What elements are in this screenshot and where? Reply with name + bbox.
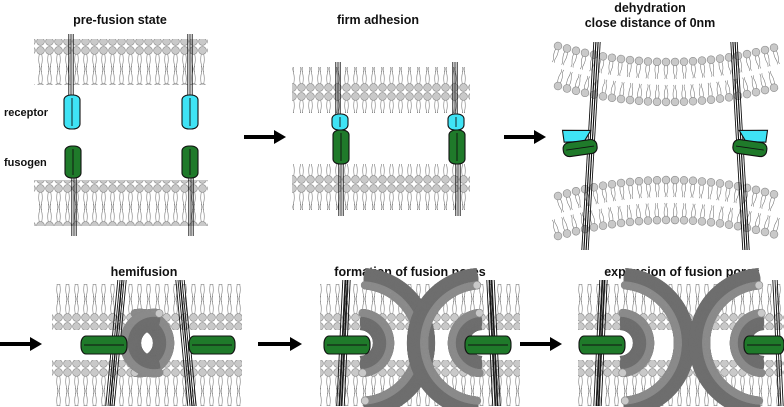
lipid [635,84,644,105]
lipid [617,82,627,104]
membranes [34,39,784,407]
lipid [716,206,726,228]
lipid [653,58,661,79]
lipid [714,179,724,201]
lipid [671,203,679,224]
membrane-top-inner-leaflet [553,69,779,106]
lipid [608,180,619,202]
lipid [671,176,679,197]
lipid [698,204,708,225]
lipid [662,203,670,224]
panel-title-pre-fusion: pre-fusion state [73,13,167,27]
lipid [606,207,617,229]
lipid [606,53,617,75]
lipid [550,219,563,241]
lipid [615,206,625,228]
lipid [635,177,644,198]
lipid [624,56,634,78]
lipid [769,43,782,65]
lipid [671,58,679,79]
lipid [697,83,707,104]
panel-title-hemifusion: hemifusion [111,265,178,279]
lipid [698,56,708,77]
lipid [679,85,688,106]
lipid [688,177,697,198]
membrane-top [292,67,470,113]
lipid [679,176,688,197]
lipid [716,54,726,76]
lipid [644,84,653,105]
lipid [707,55,717,77]
lipid [705,178,715,200]
lipid [689,57,698,78]
lipid [634,204,643,225]
lipid [671,85,679,106]
lipid [662,176,670,197]
lipid [653,203,661,224]
lipid [550,41,563,63]
lipid [643,57,652,78]
lipid [617,179,627,201]
lipid [705,82,715,104]
panel-title-firm-adhesion: firm adhesion [337,13,419,27]
panel-title-dehydration: dehydration [614,1,686,15]
lipid [624,205,634,227]
membrane-top-outer-leaflet [550,41,783,79]
lipid [714,81,724,103]
membrane-bottom [34,180,208,226]
lipid [688,84,697,105]
panel-title-dehydration-line2: close distance of 0nm [585,16,716,30]
lipid [626,83,636,105]
lipid [769,217,782,239]
lipid [653,85,661,106]
lipid [707,205,717,227]
membrane-bottom [292,164,470,210]
membrane-top [34,39,208,85]
lipid [626,178,636,200]
lipid [615,55,625,77]
lipid [662,58,670,79]
lipid [643,203,652,224]
lipid [662,85,670,106]
lipid [689,204,698,225]
lipid [680,58,689,79]
lipid [680,203,689,224]
lipid [634,57,643,78]
lipid [608,80,619,102]
lipid [644,176,653,197]
lipid [653,176,661,197]
lipid [697,177,707,198]
